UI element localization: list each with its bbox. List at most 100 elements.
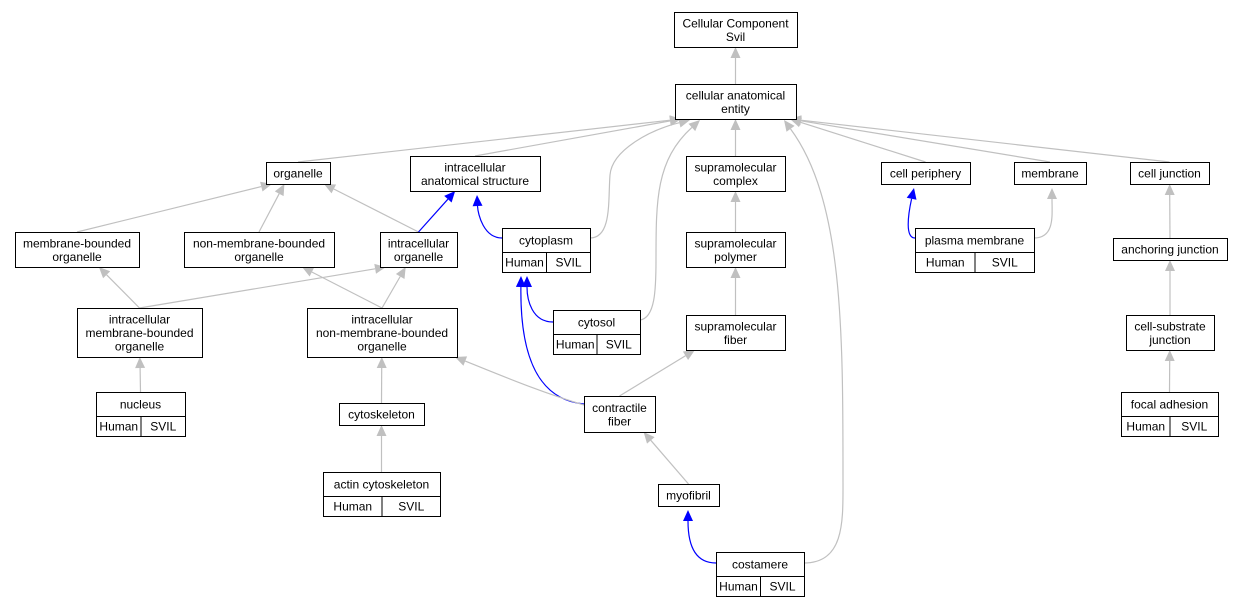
node-label-line: myofibril (666, 489, 711, 503)
edge-line (474, 120, 671, 157)
edge-imbo-to-io (139, 263, 386, 309)
node-box (1014, 162, 1087, 185)
edge-line (687, 520, 717, 564)
node-anchjunc[interactable]: anchoring junction (1113, 238, 1228, 261)
node-cytoskeleton[interactable]: cytoskeleton (339, 403, 425, 426)
edge-arrowhead (376, 357, 387, 368)
node-box (584, 396, 656, 433)
edges-layer (76, 47, 1175, 564)
node-label-line: fiber (724, 333, 747, 347)
node-label-line: focal adhesion (1131, 398, 1208, 412)
edge-arrowhead (1047, 188, 1057, 199)
node-celljunc[interactable]: cell junction (1130, 162, 1210, 185)
badge-species: Human (926, 256, 965, 270)
node-label-line: intracellular (444, 160, 505, 174)
badge-gene: SVIL (398, 500, 424, 514)
edge-arrowhead (455, 356, 468, 366)
node-box (339, 403, 425, 426)
edge-line (650, 439, 689, 485)
node-label-line: intracellular (388, 236, 449, 250)
edge-arrowhead (472, 195, 483, 207)
node-box (307, 308, 458, 358)
edge-imbo-to-mbo (98, 267, 140, 309)
edge-cytosol-to-cae (639, 120, 700, 321)
edge-io-to-organelle (324, 184, 419, 233)
edge-smp-to-smc (730, 191, 741, 232)
edge-line (526, 286, 554, 323)
edge-arrowhead (302, 267, 315, 277)
edge-arrowhead (376, 425, 387, 436)
edge-line (258, 193, 280, 233)
node-box (686, 232, 786, 268)
edge-arrowhead (906, 188, 917, 200)
node-box (553, 310, 641, 335)
edge-line (464, 360, 585, 406)
node-box (96, 392, 186, 417)
node-organelle[interactable]: organelle (266, 162, 331, 185)
edge-line (418, 198, 449, 233)
edge-anchjunc-to-celljunc (1164, 184, 1175, 239)
edge-cae-to-root (730, 47, 741, 84)
edge-line (106, 274, 140, 309)
edge-myofibril-to-cf (643, 432, 689, 485)
badge-gene: SVIL (555, 256, 581, 270)
node-label-line: organelle (52, 250, 102, 264)
node-cellper[interactable]: cell periphery (881, 162, 971, 185)
node-label-line: junction (1148, 333, 1190, 347)
node-label-line: polymer (714, 250, 757, 264)
badge-species: Human (99, 420, 138, 434)
node-label-line: organelle (273, 167, 323, 181)
badge-species: Human (1126, 420, 1165, 434)
edge-arrowhead (1164, 184, 1175, 195)
node-box (881, 162, 971, 185)
species-gene-badge: Human SVIL (502, 252, 591, 273)
edge-line (800, 119, 1170, 163)
node-membrane[interactable]: membrane (1014, 162, 1087, 185)
node-label-line: supramolecular (694, 160, 776, 174)
edge-arrowhead (515, 276, 526, 288)
edge-line (1033, 198, 1053, 239)
edge-arrowhead (135, 357, 146, 369)
edge-arrowhead (98, 267, 111, 279)
edge-arrowhead (682, 350, 695, 360)
node-box (380, 232, 458, 268)
edge-costamere-to-cae (784, 120, 844, 564)
node-label-line: intracellular (109, 313, 170, 327)
node-label-line: anchoring junction (1121, 243, 1218, 257)
node-inmbo[interactable]: intracellularnon-membrane-boundedorganel… (307, 308, 458, 358)
edge-line (800, 120, 1051, 163)
node-label-line: organelle (115, 340, 165, 354)
node-label-line: actin cytoskeleton (334, 478, 429, 492)
edge-cytosol-to-cytoplasm (522, 276, 554, 323)
node-myofibril[interactable]: myofibril (658, 484, 720, 507)
badge-gene: SVIL (150, 420, 176, 434)
node-label-line: non-membrane-bounded (193, 236, 325, 250)
badge-species: Human (505, 256, 544, 270)
node-box (686, 156, 786, 192)
edge-cf-to-inmbo (455, 356, 585, 406)
edge-line (907, 198, 916, 239)
edge-line (333, 188, 419, 233)
